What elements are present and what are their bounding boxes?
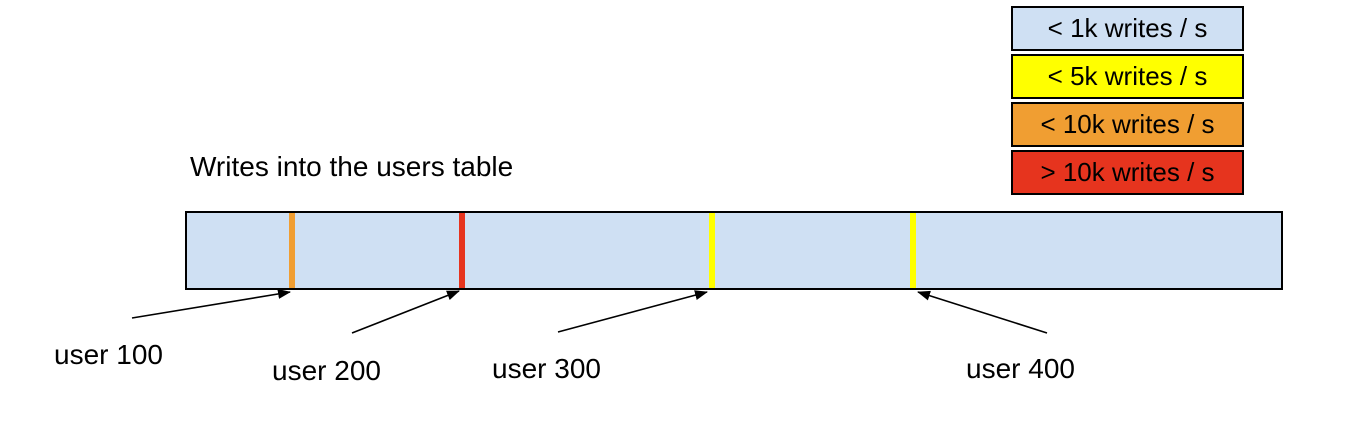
callout-label-user-100: user 100 (54, 339, 163, 370)
write-hotspot-marker-user-200 (459, 213, 465, 288)
write-hotspot-marker-user-100 (289, 213, 295, 288)
diagram-title: Writes into the users table (190, 151, 514, 182)
callout-label-user-400: user 400 (966, 353, 1075, 384)
callout-label-user-300: user 300 (492, 353, 601, 384)
legend-item-lt-10k: < 10k writes / s (1011, 102, 1244, 147)
legend-item-label: < 5k writes / s (1047, 61, 1208, 91)
callout-arrow-user-300 (557, 290, 708, 333)
users-table-bar (185, 211, 1283, 290)
legend: < 1k writes / s < 5k writes / s < 10k wr… (1011, 6, 1244, 198)
legend-item-label: < 1k writes / s (1047, 13, 1208, 43)
legend-item-label: < 10k writes / s (1040, 109, 1215, 139)
callout-arrow-user-100 (131, 289, 291, 319)
legend-item-gt-10k: > 10k writes / s (1011, 150, 1244, 195)
write-hotspot-marker-user-300 (709, 213, 715, 288)
legend-item-lt-5k: < 5k writes / s (1011, 54, 1244, 99)
callout-label-user-200: user 200 (272, 355, 381, 386)
legend-item-lt-1k: < 1k writes / s (1011, 6, 1244, 51)
callout-arrow-user-200 (351, 290, 460, 334)
write-hotspot-marker-user-400 (910, 213, 916, 288)
legend-item-label: > 10k writes / s (1040, 157, 1215, 187)
callout-arrow-user-400 (917, 290, 1048, 334)
